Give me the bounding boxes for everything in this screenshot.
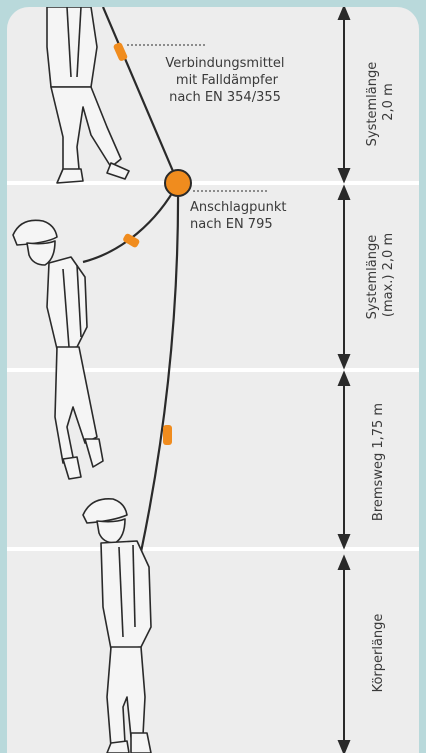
lanyard-line-falling bbox=[82, 182, 179, 264]
dimension-label-braking-distance: Bremsweg 1,75 m bbox=[371, 403, 386, 521]
dimension-arrow-braking-distance bbox=[337, 370, 351, 550]
anchor-point-icon bbox=[164, 169, 192, 197]
dimension-arrow-system-length bbox=[337, 7, 351, 184]
worker-standing-illustration bbox=[82, 498, 152, 753]
diagram-panel: Systemlänge 2,0 m Systemlänge (max.) 2,0… bbox=[7, 7, 419, 753]
energy-absorber-top bbox=[113, 42, 128, 61]
dimension-arrow-system-length-max bbox=[337, 184, 351, 370]
anchor-label: Anschlagpunkt nach EN 795 bbox=[190, 200, 291, 232]
fall-arrest-diagram: Systemlänge 2,0 m Systemlänge (max.) 2,0… bbox=[7, 7, 419, 753]
dimension-label-system-length-max: Systemlänge (max.) 2,0 m bbox=[365, 231, 396, 320]
lanyard-label: Verbindungsmittel mit Falldämpfer nach E… bbox=[165, 56, 288, 105]
worker-falling-illustration bbox=[12, 219, 104, 480]
worker-walking-illustration bbox=[46, 7, 130, 184]
lanyard-line-extended bbox=[139, 182, 180, 553]
energy-absorber-bottom bbox=[163, 425, 172, 445]
energy-absorber-middle bbox=[123, 233, 140, 248]
dimension-arrow-body-length bbox=[337, 554, 351, 753]
lanyard-line-top bbox=[101, 7, 180, 184]
dimension-label-system-length: Systemlänge 2,0 m bbox=[365, 58, 396, 147]
dimension-label-body-length: Körperlänge bbox=[371, 614, 386, 693]
